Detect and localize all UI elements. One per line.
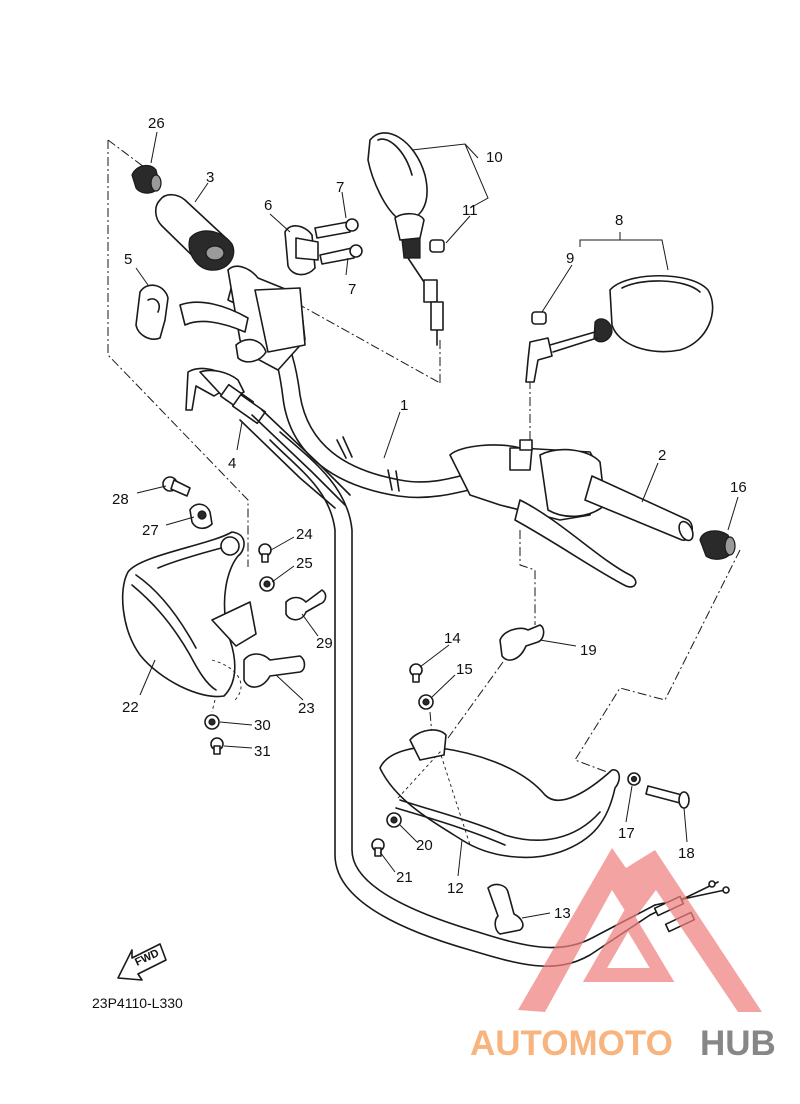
callout-6: 6	[264, 197, 272, 214]
grommet-27	[189, 503, 213, 530]
left-grip	[154, 193, 235, 271]
right-switch-assembly	[449, 439, 637, 588]
callout-24: 24	[296, 526, 313, 543]
watermark-triangle-inner	[582, 904, 675, 982]
watermark-brand-part2: HUB	[700, 1024, 776, 1063]
callout-7-lower: 7	[348, 281, 356, 298]
callout-9: 9	[566, 250, 574, 267]
callout-2: 2	[658, 447, 666, 464]
left-mirror	[367, 132, 444, 346]
switch-clamp	[284, 225, 319, 276]
right-mirror-cap	[531, 311, 547, 325]
callout-10: 10	[486, 149, 503, 166]
callout-18: 18	[678, 845, 695, 862]
callout-23: 23	[298, 700, 315, 717]
throttle-cables	[185, 367, 351, 509]
watermark-logo	[518, 848, 762, 1012]
small-fasteners-right	[371, 663, 641, 857]
callout-26: 26	[148, 115, 165, 132]
watermark-brand-part1: AUTOMOTO	[470, 1024, 673, 1063]
callout-13: 13	[554, 905, 571, 922]
callout-15: 15	[456, 661, 473, 678]
drawing-code: 23P4110-L330	[92, 995, 183, 1011]
left-mirror-cap	[429, 239, 445, 253]
callout-5: 5	[124, 251, 132, 268]
callout-20: 20	[416, 837, 433, 854]
callout-21: 21	[396, 869, 413, 886]
leader-lines	[135, 131, 739, 919]
grip-end-right	[699, 530, 736, 560]
callout-11: 11	[462, 202, 478, 219]
callout-7-upper: 7	[336, 179, 344, 196]
throttle-cable-route	[269, 431, 656, 967]
bolt-18	[645, 785, 690, 809]
callout-28: 28	[112, 491, 129, 508]
callout-19: 19	[580, 642, 597, 659]
callout-8: 8	[615, 212, 623, 229]
callout-25: 25	[296, 555, 313, 572]
callout-29: 29	[316, 635, 333, 652]
small-fasteners-left	[204, 543, 275, 755]
callout-27: 27	[142, 522, 159, 539]
fwd-arrow: FWD	[117, 943, 167, 981]
callout-16: 16	[730, 479, 747, 496]
watermark-text: AUTOMOTO HUB	[470, 1024, 776, 1063]
callout-22: 22	[122, 699, 139, 716]
left-hand-guard	[121, 531, 257, 698]
callout-12: 12	[447, 880, 464, 897]
callout-31: 31	[254, 743, 271, 760]
callout-17: 17	[618, 825, 635, 842]
callout-4: 4	[228, 455, 236, 472]
clamp-bolts	[314, 218, 363, 265]
guard-bracket-left	[243, 589, 327, 688]
grip-end-left	[131, 164, 162, 194]
callout-14: 14	[444, 630, 461, 647]
guard-bracket-right	[487, 624, 545, 935]
callout-1: 1	[400, 397, 408, 414]
right-grip	[584, 475, 694, 542]
watermark-triangle-outer	[518, 848, 762, 1012]
left-switch-assembly	[179, 265, 306, 371]
lever-holder-clamp	[135, 284, 169, 340]
callout-30: 30	[254, 717, 271, 734]
callout-3: 3	[206, 169, 214, 186]
right-mirror	[525, 275, 714, 383]
bolt-28	[162, 476, 191, 497]
callout-labels: 1 2 3 4 5 6 7 7 8 9 10 11 12 13 14 15 16…	[112, 115, 747, 922]
